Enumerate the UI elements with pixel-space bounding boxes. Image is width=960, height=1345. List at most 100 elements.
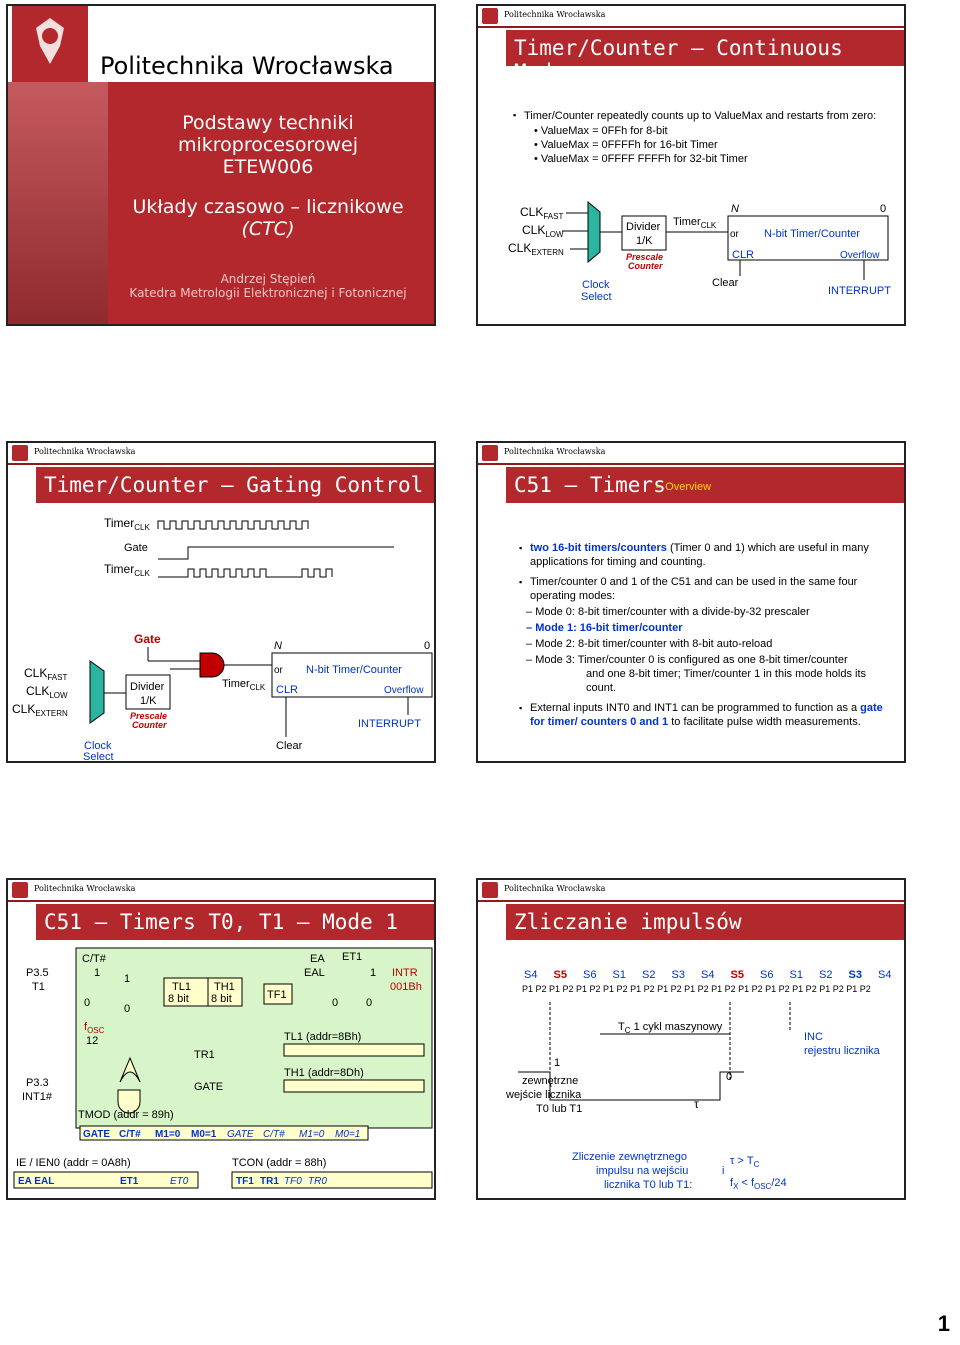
svg-text:TR0: TR0	[308, 1176, 327, 1187]
overflow-label: Overflow	[840, 250, 880, 261]
divider-k: 1/K	[140, 695, 157, 707]
slide-c51-mode1: Politechnika Wrocławska C51 — Timers T0,…	[6, 878, 436, 1200]
svg-text:C/T#: C/T#	[263, 1129, 285, 1140]
state-6: S4	[701, 969, 714, 981]
mode-3: – Mode 3: Timer/counter 0 is configured …	[526, 654, 848, 666]
note-2: impulsu na wejściu	[596, 1165, 688, 1177]
overflow-label: Overflow	[384, 685, 424, 696]
ea-zero: 0	[332, 997, 338, 1009]
t1-label: T1	[32, 981, 45, 993]
timer-clk-label: TimerCLK	[222, 678, 266, 692]
mode-3-cont: and one 8-bit timer; Timer/counter 1 in …	[586, 668, 867, 694]
state-0: S4	[524, 969, 537, 981]
condition-2: fX < fOSC/24	[730, 1177, 787, 1191]
clock-mux-shape	[89, 660, 105, 724]
timer-clk-wave-label: TimerCLK	[104, 516, 150, 532]
ext-label-1: zewnętrzne	[522, 1075, 578, 1087]
slide2-titlebar: Timer/Counter — Continuous Mode	[506, 30, 904, 84]
clock-select-2: Select	[581, 291, 612, 303]
header-text: Politechnika Wrocławska	[34, 884, 136, 893]
clock-select-1: Clock	[582, 279, 610, 291]
th1-register	[283, 1079, 425, 1093]
slide6-header: Politechnika Wrocławska	[478, 880, 904, 902]
sub-8bit: • ValueMax = 0FFh for 8-bit	[534, 125, 668, 137]
clr-label: CLR	[276, 684, 298, 696]
mode-1: – Mode 1: 16-bit timer/counter	[526, 622, 683, 634]
ie-et0-bit: ET0	[170, 1176, 189, 1187]
state-8: S6	[760, 969, 773, 981]
ea-label: EA	[310, 953, 325, 965]
p33-label: P3.3	[26, 1077, 49, 1089]
tmod-label: TMOD (addr = 89h)	[78, 1109, 174, 1121]
tr1-label: TR1	[194, 1049, 215, 1061]
gating-diagram: TimerCLK Gate TimerCLK Gate CLKFAST CLKL…	[12, 516, 433, 761]
sub-16bit: • ValueMax = 0FFFFh for 16-bit Timer	[534, 139, 718, 151]
clk-low-label: CLKLOW	[522, 223, 564, 239]
topic-2: (CTC)	[241, 218, 295, 240]
slide6-title: Zliczanie impulsów	[514, 910, 742, 934]
and-gate-shape	[199, 652, 225, 678]
or-label: or	[730, 229, 740, 240]
clk-fast-label: CLKFAST	[520, 205, 563, 221]
svg-text:M0=1: M0=1	[335, 1129, 360, 1140]
slide4-header: Politechnika Wrocławska	[478, 443, 904, 465]
tl1-address: TL1 (addr=8Bh)	[284, 1031, 361, 1043]
clk-extern-label: CLKEXTERN	[508, 241, 564, 257]
slide-pulse-counting: Politechnika Wrocławska Zliczanie impuls…	[476, 878, 906, 1200]
header-text: Politechnika Wrocławska	[504, 884, 606, 893]
crest-icon	[12, 882, 28, 898]
timer-clk-label: TimerCLK	[673, 216, 717, 230]
level-0: 0	[726, 1071, 732, 1083]
course-name-1: Podstawy techniki	[182, 112, 354, 134]
state-5: S3	[672, 969, 685, 981]
or-label: or	[274, 665, 284, 676]
continuous-mode-diagram: CLKFAST CLKLOW CLKEXTERN Clock Select Di…	[508, 200, 891, 303]
slide5-title: C51 — Timers T0, T1 – Mode 1	[44, 910, 399, 934]
tmod-bits: GATE C/T# M1=0 M0=1 GATE C/T# M1=0 M0=1	[83, 1129, 360, 1140]
et1-one: 1	[370, 967, 376, 979]
note-3: licznika T0 lub T1:	[604, 1179, 692, 1191]
divider-k: 1/K	[636, 235, 653, 247]
condition-1: τ > TC	[730, 1155, 760, 1169]
slide3-title: Timer/Counter — Gating Control	[44, 473, 424, 497]
slide-c51-overview: Politechnika Wrocławska C51 — Timers – O…	[476, 441, 906, 763]
timer-clk-waveform	[157, 520, 309, 530]
header-text: Politechnika Wrocławska	[504, 10, 606, 19]
svg-text:C/T#: C/T#	[119, 1129, 141, 1140]
divider-label: Divider	[626, 221, 661, 233]
course-code: ETEW006	[222, 156, 314, 178]
svg-text:TF1: TF1	[236, 1176, 254, 1187]
tl1-bits: 8 bit	[168, 993, 189, 1005]
slide5-titlebar: C51 — Timers T0, T1 – Mode 1	[36, 904, 434, 940]
tau-label: τ	[694, 1097, 699, 1111]
level-1: 1	[554, 1057, 560, 1069]
slide3-header: Politechnika Wrocławska	[8, 443, 434, 465]
tl1-label: TL1	[172, 981, 191, 993]
tcon-label: TCON (addr = 88h)	[232, 1157, 326, 1169]
header-text: Politechnika Wrocławska	[504, 447, 606, 456]
ext-label-2: wejście licznika	[505, 1089, 582, 1101]
state-12: S4	[878, 969, 891, 981]
ext-input-waveform	[518, 1071, 744, 1101]
course-name-2: mikroprocesorowej	[177, 134, 359, 156]
svg-text:M1=0: M1=0	[299, 1129, 325, 1140]
bit-0-label: 0	[880, 203, 886, 215]
ct-label: C/T#	[82, 953, 107, 965]
author: Andrzej Stępień	[220, 272, 316, 286]
svg-text:M1=0: M1=0	[155, 1129, 181, 1140]
university-name: Politechnika Wrocławska	[100, 52, 394, 80]
clock-select-1: Clock	[84, 740, 112, 752]
divider-box	[621, 215, 667, 251]
slide4-title-suffix: – Overview	[656, 481, 712, 493]
slide4-titlebar: C51 — Timers – Overview	[506, 467, 904, 503]
note-1: Zliczenie zewnętrznego	[572, 1151, 687, 1163]
svg-text:GATE: GATE	[83, 1129, 110, 1140]
gate-waveform	[158, 546, 394, 560]
inc-label-2: rejestru licznika	[804, 1045, 881, 1057]
prescale-2: Counter	[628, 261, 663, 271]
counter-label: N-bit Timer/Counter	[764, 228, 860, 240]
overview-bullet-1: two 16-bit timers/counters (Timer 0 and …	[519, 541, 898, 569]
state-7: S5	[731, 969, 744, 981]
intr-addr: 001Bh	[390, 981, 422, 993]
clk-fast-label: CLKFAST	[24, 666, 67, 682]
